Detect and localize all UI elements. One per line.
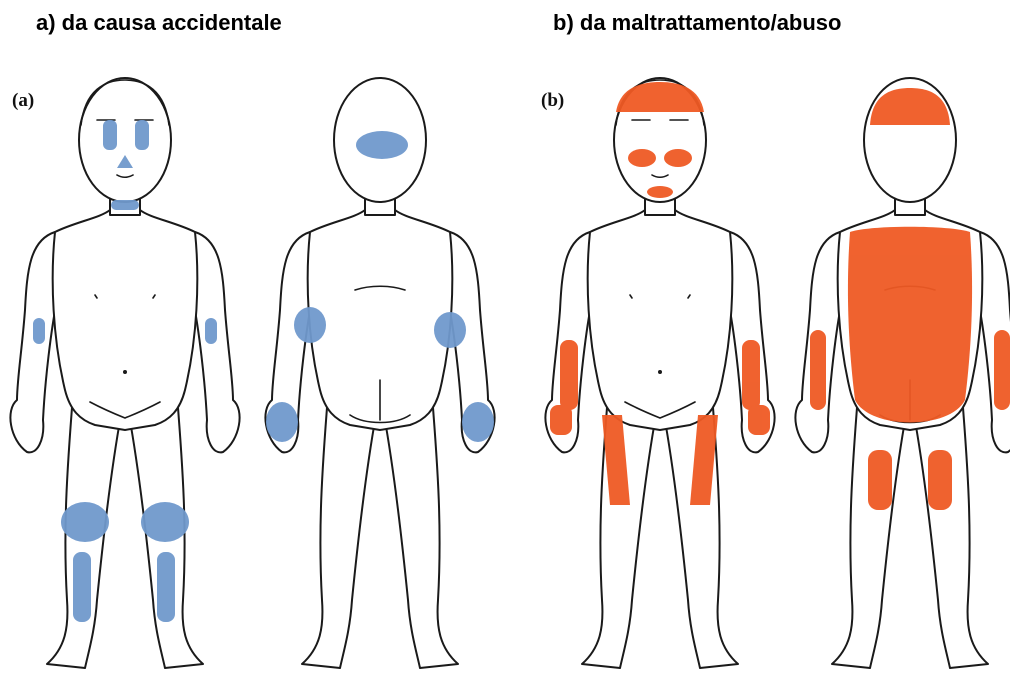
injury-forehead-left: [103, 120, 117, 150]
accidental-back-figure: [265, 78, 494, 668]
injury-back-forearm-right: [994, 330, 1010, 410]
abuse-front-figure: [545, 78, 774, 668]
injury-hand-left: [550, 405, 572, 435]
injury-back-elbow-left: [294, 307, 326, 343]
injury-back-forearm-left: [810, 330, 826, 410]
injury-back-thigh-left: [868, 450, 892, 510]
injury-back-torso: [848, 227, 972, 423]
injury-forearm-right: [742, 340, 760, 410]
injury-knee-left: [61, 502, 109, 542]
injury-back-thigh-right: [928, 450, 952, 510]
injury-back-hand-right: [462, 402, 494, 442]
injury-mouth: [647, 186, 673, 198]
injury-elbow-right: [205, 318, 217, 344]
abuse-back-figure: [795, 78, 1010, 668]
injury-back-hand-left: [266, 402, 298, 442]
injury-elbow-left: [33, 318, 45, 344]
injury-forearm-left: [560, 340, 578, 410]
injury-top-head: [616, 82, 704, 112]
accidental-front-figure: [10, 78, 239, 668]
injury-back-head: [356, 131, 408, 159]
injury-back-elbow-right: [434, 312, 466, 348]
injury-knee-right: [141, 502, 189, 542]
injury-eye-right: [664, 149, 692, 167]
injury-hand-right: [748, 405, 770, 435]
injury-eye-left: [628, 149, 656, 167]
injury-shin-left: [73, 552, 91, 622]
injury-forehead-right: [135, 120, 149, 150]
injury-shin-right: [157, 552, 175, 622]
injury-chin: [111, 200, 139, 210]
